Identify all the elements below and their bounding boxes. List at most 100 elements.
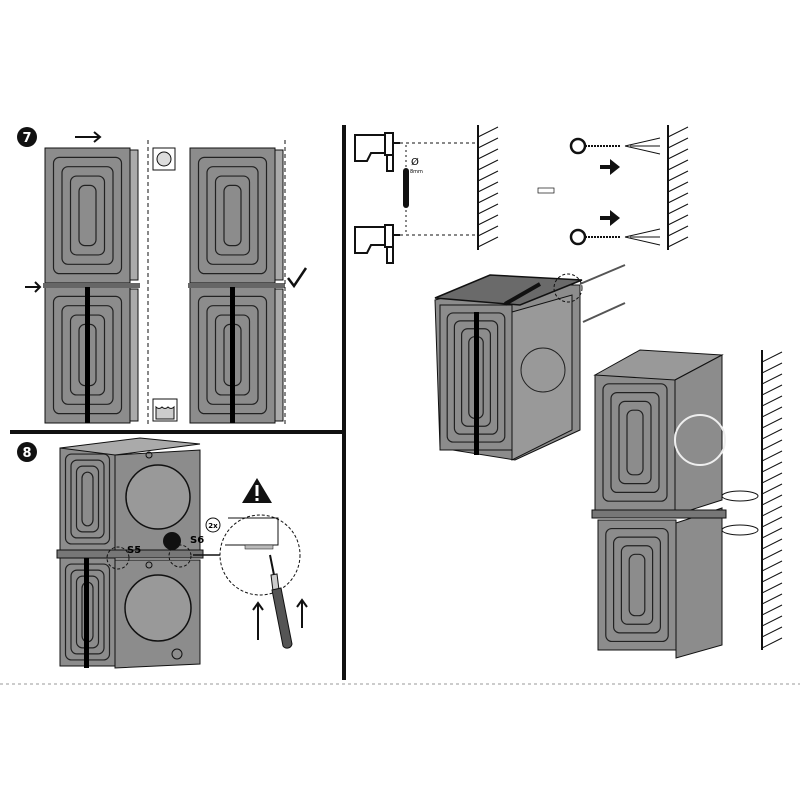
wall-hatch bbox=[761, 582, 783, 594]
stacking-kit bbox=[591, 509, 727, 519]
wall-hatch bbox=[761, 604, 783, 616]
eye-bolt-icon bbox=[569, 137, 620, 155]
wall-hatch bbox=[761, 439, 783, 451]
machine-side bbox=[129, 149, 139, 281]
stacking-kit bbox=[56, 549, 204, 559]
wall-hatch bbox=[477, 126, 499, 138]
panel-contour bbox=[602, 383, 668, 502]
filter-cap bbox=[171, 648, 183, 660]
wall-hatch bbox=[761, 395, 783, 407]
stack-after bbox=[188, 147, 285, 424]
anchor-icon bbox=[624, 137, 661, 155]
step-number-badge bbox=[17, 442, 37, 462]
door bbox=[124, 574, 192, 642]
stacked-units-front bbox=[56, 437, 204, 669]
wall-hatch bbox=[667, 236, 689, 248]
wall-hatch bbox=[761, 351, 783, 363]
wall-hatch bbox=[667, 148, 689, 160]
wall-hatch bbox=[477, 159, 499, 171]
screwdriver-icon bbox=[269, 554, 293, 649]
wall-hatch bbox=[761, 461, 783, 473]
rear-cutout bbox=[520, 347, 566, 393]
panel-contour bbox=[610, 392, 660, 494]
wall-hatch bbox=[761, 505, 783, 517]
eye-bolt-icon bbox=[569, 228, 620, 246]
machine-side bbox=[274, 288, 284, 422]
access-cap bbox=[163, 532, 181, 550]
panel-contour bbox=[78, 184, 97, 247]
wall-hatch bbox=[761, 626, 783, 638]
stacking-kit bbox=[43, 283, 140, 288]
screw-label-s5: S5 bbox=[127, 545, 141, 556]
stacked-units-wall-mounted bbox=[591, 349, 727, 659]
panel-contour bbox=[61, 166, 114, 265]
wall-hatch bbox=[761, 450, 783, 462]
detail-callout bbox=[219, 514, 301, 596]
mounting-rod bbox=[579, 264, 626, 285]
panel-contour bbox=[214, 175, 251, 256]
screw-callout-s5 bbox=[106, 546, 130, 570]
arrow-right-icon bbox=[600, 159, 620, 175]
panel-contour bbox=[618, 400, 652, 485]
detail-bracket bbox=[244, 544, 274, 550]
screw-label-s6: S6 bbox=[190, 535, 204, 546]
wall-hatch bbox=[667, 192, 689, 204]
tie-loop bbox=[721, 490, 759, 502]
wall-hatch bbox=[667, 137, 689, 149]
wall-hatch bbox=[667, 126, 689, 138]
arrow-right-icon bbox=[600, 210, 620, 226]
tie-loop bbox=[721, 524, 759, 536]
panel-contour bbox=[626, 409, 644, 476]
step-8: 8 2x S5 S6 bbox=[17, 437, 308, 669]
mounting-rod bbox=[582, 302, 626, 323]
wall-hatch bbox=[761, 362, 783, 374]
machine-back bbox=[675, 507, 723, 659]
wall bbox=[761, 350, 783, 650]
panel-contour bbox=[75, 465, 100, 533]
strap bbox=[85, 287, 90, 423]
panel-contour bbox=[206, 166, 259, 265]
panel-contour bbox=[605, 527, 669, 643]
wall-hatch bbox=[761, 593, 783, 605]
drill-body bbox=[354, 134, 386, 162]
knob bbox=[145, 451, 153, 459]
drill-body bbox=[354, 226, 386, 254]
wall-hatch bbox=[761, 373, 783, 385]
arrow-right-icon bbox=[75, 131, 102, 143]
machine-side bbox=[274, 149, 284, 281]
wall-hatch bbox=[667, 159, 689, 171]
strap bbox=[474, 312, 479, 455]
step-number: 8 bbox=[22, 446, 31, 461]
washer-symbol-icon bbox=[152, 398, 178, 422]
drill-handle bbox=[386, 154, 394, 172]
diameter-value: 8mm bbox=[410, 169, 423, 175]
warning-icon bbox=[242, 478, 272, 503]
machine-back bbox=[674, 354, 723, 516]
wall-hatch bbox=[761, 571, 783, 583]
wall-hatch bbox=[667, 225, 689, 237]
drill-icon bbox=[354, 224, 400, 264]
machine-body bbox=[189, 147, 276, 284]
machine-body bbox=[44, 147, 131, 284]
machine-body bbox=[59, 447, 116, 551]
wall-hatch bbox=[667, 214, 689, 226]
machine-body bbox=[597, 519, 677, 651]
wall-hatch bbox=[477, 137, 499, 149]
panel-contour bbox=[69, 175, 106, 256]
drill-handle bbox=[386, 246, 394, 264]
strap bbox=[504, 282, 541, 306]
panel-contour bbox=[628, 553, 646, 617]
wall-hatch bbox=[667, 170, 689, 182]
strap bbox=[84, 558, 89, 668]
screw-count: 2x bbox=[208, 522, 218, 530]
drill-chuck bbox=[384, 132, 394, 156]
machine-side bbox=[129, 288, 139, 422]
unit-with-top-bracket bbox=[434, 274, 583, 461]
step-number-badge bbox=[17, 127, 37, 147]
machine-body bbox=[594, 374, 676, 511]
arrow-up-icon bbox=[296, 598, 308, 628]
dryer-symbol-icon bbox=[152, 147, 176, 171]
panel-contour bbox=[70, 459, 105, 539]
machine-top bbox=[59, 437, 201, 456]
wall-hatch bbox=[761, 384, 783, 396]
